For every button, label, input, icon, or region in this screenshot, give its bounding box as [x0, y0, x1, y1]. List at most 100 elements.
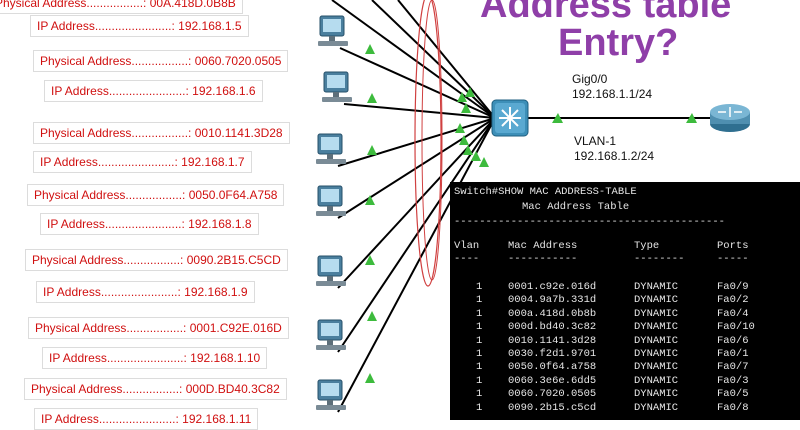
host-ip-address-label: IP Address.......................: 192.1… [36, 281, 255, 303]
row-vlan: 1 [476, 294, 483, 307]
row-mac-address: 0030.f2d1.9701 [508, 348, 597, 360]
table-heading: Mac Address Table [522, 201, 630, 213]
row-vlan: 1 [476, 401, 483, 414]
switch-icon[interactable] [491, 99, 529, 137]
router-port-label: Gig0/0 192.168.1.1/24 [572, 72, 652, 102]
row-mac-address: 0060.3e6e.6dd5 [508, 374, 597, 387]
pc-icon[interactable] [316, 319, 346, 350]
link-light-icon [365, 255, 375, 265]
link-light-icon [365, 195, 375, 205]
host-ip-address-label: IP Address.......................: 192.1… [42, 347, 268, 369]
row-port: Fa0/8 [717, 401, 749, 414]
link-light-icon [367, 145, 377, 155]
pc-icon[interactable] [316, 379, 346, 410]
topology-diagram [316, 0, 750, 413]
row-type: DYNAMIC [634, 281, 679, 293]
row-port: Fa0/4 [717, 307, 749, 320]
column-header-ports: Ports [717, 240, 749, 252]
host-cable [337, 117, 496, 219]
link-light-icon [367, 311, 377, 321]
host-cable [337, 117, 496, 413]
host-ip-address-label: IP Address.......................: 192.1… [40, 213, 259, 235]
row-mac-address: 0010.1141.3d28 [508, 334, 597, 347]
host-ip-address-label: IP Address.......................: 192.1… [34, 408, 259, 430]
row-mac-address: 0060.7020.0505 [508, 388, 597, 401]
host-ip-address-label: IP Address.......................: 192.1… [33, 151, 252, 173]
row-type: DYNAMIC [634, 307, 679, 320]
link-light-icon [365, 44, 375, 54]
router-icon[interactable] [710, 104, 750, 132]
pc-icon[interactable] [318, 15, 348, 46]
pc-icon[interactable] [316, 185, 346, 216]
row-type: DYNAMIC [634, 361, 679, 374]
link-light-icon [455, 123, 465, 133]
host-physical-address-label: Physical Address.................: 00A.4… [0, 0, 243, 14]
host-physical-address-label: Physical Address.................: 000D.… [24, 378, 287, 400]
vlan-name: VLAN-1 [574, 134, 617, 148]
pc-icon[interactable] [322, 71, 352, 102]
row-vlan: 1 [476, 334, 483, 347]
column-rule-mac: ----------- [508, 253, 578, 265]
host-physical-address-label: Physical Address.................: 0001.… [28, 317, 289, 339]
row-mac-address: 000a.418d.0b8b [508, 307, 597, 320]
link-light-icon [463, 145, 473, 155]
row-type: DYNAMIC [634, 401, 679, 414]
row-mac-address: 0090.2b15.c5cd [508, 401, 597, 414]
vlan-ip: 192.168.1.2/24 [574, 149, 655, 163]
row-vlan: 1 [476, 388, 483, 401]
link-light-icon [552, 113, 563, 123]
row-vlan: 1 [476, 374, 483, 387]
row-port: Fa0/2 [717, 294, 749, 307]
column-header-vlan: Vlan [454, 240, 480, 252]
row-port: Fa0/5 [717, 388, 749, 401]
link-light-icon [457, 92, 467, 102]
host-physical-address-label: Physical Address.................: 0010.… [33, 122, 290, 144]
link-light-icon [367, 93, 377, 103]
link-light-icon [479, 157, 489, 167]
row-mac-address: 0004.9a7b.331d [508, 294, 597, 307]
column-header-mac: Mac Address [508, 240, 578, 252]
router-port-ip: 192.168.1.1/24 [572, 87, 653, 101]
row-vlan: 1 [476, 307, 483, 320]
host-cable [343, 103, 496, 119]
column-rule-ports: ----- [717, 253, 749, 265]
row-vlan: 1 [476, 281, 483, 293]
switch-vlan-label: VLAN-1 192.168.1.2/24 [574, 134, 654, 164]
host-physical-address-label: Physical Address.................: 0060.… [33, 50, 289, 72]
pc-icon[interactable] [316, 255, 346, 286]
link-light-icon [465, 87, 475, 97]
row-mac-address: 0001.c92e.016d [508, 281, 597, 293]
host-ip-address-label: IP Address.......................: 192.1… [30, 15, 249, 37]
host-cable [371, 0, 496, 119]
link-light-icon [461, 103, 471, 113]
title-line-2: Entry? [558, 22, 679, 64]
host-cable [397, 0, 496, 119]
row-type: DYNAMIC [634, 334, 679, 347]
row-port: Fa0/9 [717, 281, 749, 293]
title-line-1: Address table [480, 0, 732, 26]
column-rule-vlan: ---- [454, 253, 480, 265]
row-port: Fa0/10 [717, 321, 755, 334]
column-rule-type: -------- [634, 253, 685, 265]
row-type: DYNAMIC [634, 388, 679, 401]
host-physical-address-label: Physical Address.................: 0050.… [27, 184, 285, 206]
row-vlan: 1 [476, 361, 483, 374]
pc-icon[interactable] [316, 133, 346, 164]
cli-terminal[interactable]: Switch#SHOW MAC ADDRESS-TABLE Mac Addres… [450, 182, 800, 420]
host-cable [339, 47, 496, 119]
row-port: Fa0/7 [717, 361, 749, 374]
row-type: DYNAMIC [634, 321, 679, 334]
host-physical-address-label: Physical Address.................: 0090.… [25, 249, 288, 271]
row-port: Fa0/1 [717, 348, 749, 360]
row-mac-address: 000d.bd40.3c82 [508, 321, 597, 334]
host-cable [337, 117, 496, 353]
host-cable [331, 0, 496, 119]
row-port: Fa0/3 [717, 374, 749, 387]
row-type: DYNAMIC [634, 374, 679, 387]
link-light-icon [459, 135, 469, 145]
link-light-icon [471, 151, 481, 161]
cli-command: Switch#SHOW MAC ADDRESS-TABLE [454, 186, 637, 198]
row-vlan: 1 [476, 348, 483, 360]
heading-rule: ----------------------------------------… [454, 216, 725, 228]
